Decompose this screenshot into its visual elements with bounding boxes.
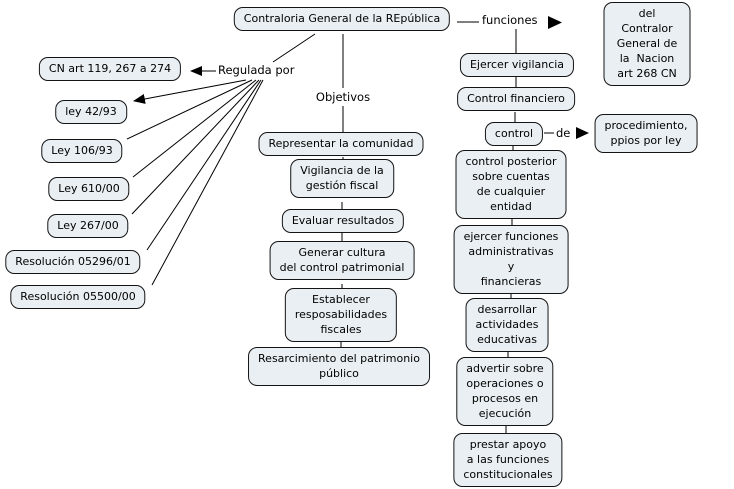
node-ley-610-00[interactable]: Ley 610/00 — [48, 177, 130, 201]
node-contraloria-general[interactable]: Contraloria General de la REpública — [233, 7, 451, 31]
node-ley-267-00[interactable]: Ley 267/00 — [47, 214, 129, 238]
funciones-arrow-icon — [548, 16, 562, 29]
ley42-arrow-icon — [133, 79, 247, 104]
de-arrow-icon — [576, 127, 589, 139]
node-vigilancia-gestion-fiscal[interactable]: Vigilancia de la gestión fiscal — [290, 159, 394, 198]
node-control-financiero[interactable]: Control financiero — [457, 87, 575, 111]
node-procedimiento-ppios[interactable]: procedimiento, ppios por ley — [594, 114, 698, 153]
node-control-posterior[interactable]: control posterior sobre cuentas de cualq… — [455, 150, 567, 219]
node-ejercer-funciones-admin[interactable]: ejercer funciones administrativas y fina… — [453, 225, 569, 294]
node-ley-42-93[interactable]: ley 42/93 — [55, 100, 127, 124]
node-desarrollar-actividades[interactable]: desarrollar actividades educativas — [465, 298, 549, 352]
node-cn-art-119-267-274[interactable]: CN art 119, 267 a 274 — [38, 57, 182, 81]
node-ley-106-93[interactable]: Ley 106/93 — [41, 139, 123, 163]
node-resolucion-05500-00[interactable]: Resolución 05500/00 — [10, 285, 146, 309]
node-advertir-operaciones[interactable]: advertir sobre operaciones o procesos en… — [456, 357, 554, 426]
node-representar-comunidad[interactable]: Representar la comunidad — [258, 132, 424, 156]
node-generar-cultura[interactable]: Generar cultura del control patrimonial — [269, 241, 415, 280]
node-ejercer-vigilancia[interactable]: Ejercer vigilancia — [459, 53, 575, 77]
link-label-funciones[interactable]: funciones — [482, 13, 538, 27]
link-label-de[interactable]: de — [556, 126, 571, 140]
link-label-objetivos[interactable]: Objetivos — [315, 90, 371, 104]
node-contralor-general-nacion[interactable]: del Contralor General de la Nacion art 2… — [603, 2, 691, 86]
node-resarcimiento-patrimonio[interactable]: Resarcimiento del patrimonio público — [248, 347, 430, 386]
node-resolucion-05296-01[interactable]: Resolución 05296/01 — [5, 250, 141, 274]
node-establecer-responsabilidades[interactable]: Establecer resposabilidades fiscales — [284, 288, 398, 342]
node-control[interactable]: control — [484, 122, 544, 146]
node-prestar-apoyo[interactable]: prestar apoyo a las funciones constituci… — [453, 433, 563, 487]
node-evaluar-resultados[interactable]: Evaluar resultados — [281, 209, 405, 233]
link-label-regulada-por[interactable]: Regulada por — [218, 63, 295, 77]
